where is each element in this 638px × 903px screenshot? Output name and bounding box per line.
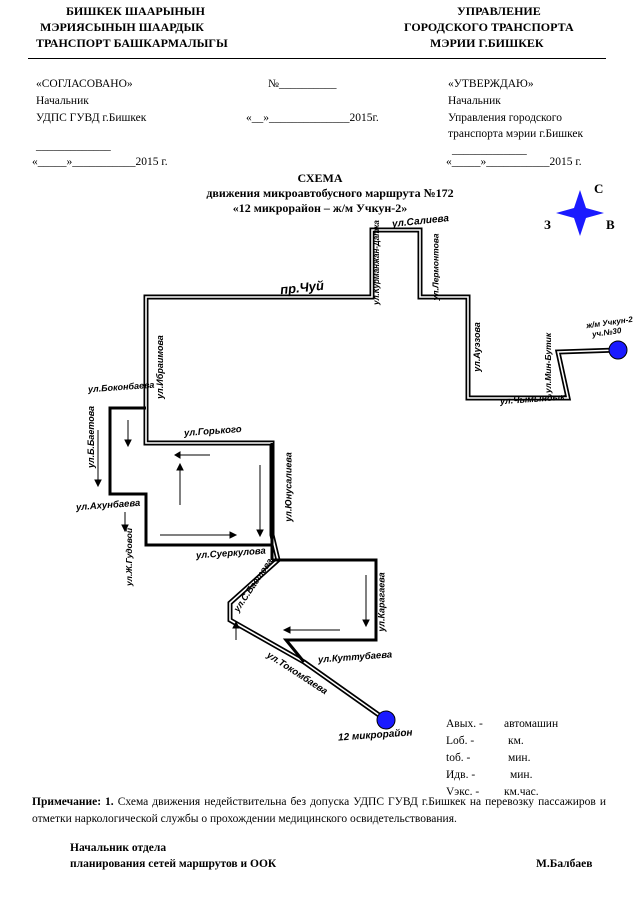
signature-title-2: планирования сетей маршрутов и ООК bbox=[70, 858, 277, 870]
approve-right-3: Управления городского bbox=[448, 112, 562, 124]
street-ibraimov: ул.Ибраимова bbox=[154, 335, 165, 399]
header-right-2: ГОРОДСКОГО ТРАНСПОРТА bbox=[404, 20, 574, 34]
street-yunusaliev: ул.Юнусалиева bbox=[283, 452, 294, 522]
approve-right-2: Начальник bbox=[448, 95, 501, 107]
approve-right-6: «_____»___________2015 г. bbox=[446, 156, 582, 168]
route-path-outer bbox=[143, 227, 619, 723]
approve-right-4: транспорта мэрии г.Бишкек bbox=[448, 128, 584, 140]
legend-row: Lоб. -км. bbox=[446, 735, 524, 747]
approve-left-4: _____________ bbox=[36, 140, 111, 152]
approve-left-2: Начальник bbox=[36, 95, 89, 107]
route-loop-west bbox=[108, 406, 272, 547]
compass-west-label: З bbox=[544, 217, 551, 232]
street-mailibash: ул.Мин-Бутик bbox=[543, 332, 554, 394]
note-label: Примечание: 1. bbox=[32, 796, 114, 808]
note-text: Схема движения недействительна без допус… bbox=[32, 796, 606, 825]
scheme-title: СХЕМА bbox=[297, 171, 343, 185]
scheme-route-number: движения микроавтобусного маршрута №172 bbox=[206, 186, 454, 200]
header-left-2: МЭРИЯСЫНЫН ШААРДЫК bbox=[40, 20, 204, 34]
approve-right-5: _____________ bbox=[452, 144, 527, 156]
compass-star bbox=[556, 190, 604, 236]
terminal-uchkun-icon bbox=[608, 340, 628, 360]
street-baetov: ул.Б.Баетова bbox=[86, 405, 97, 469]
street-karagaeva: ул.Карагаева bbox=[376, 572, 387, 632]
street-zhgudovoi: ул.Ж.Гудовой bbox=[124, 527, 135, 587]
legend-row: Vэкс. -км.час. bbox=[446, 786, 539, 798]
header-right-3: МЭРИИ Г.БИШКЕК bbox=[430, 36, 544, 50]
document-number: №__________ bbox=[268, 78, 337, 90]
header-right-1: УПРАВЛЕНИЕ bbox=[457, 4, 541, 18]
route-loop-east bbox=[270, 443, 378, 663]
legend-row: tоб. -мин. bbox=[446, 752, 531, 764]
signature-name: М.Балбаев bbox=[536, 858, 593, 870]
legend-row: Идв. -мин. bbox=[446, 769, 533, 781]
approve-left-3: УДПС ГУВД г.Бишкек bbox=[36, 112, 147, 124]
header-divider bbox=[28, 58, 606, 59]
compass-east-label: В bbox=[606, 217, 615, 232]
legend: Авых. -автомашин Lоб. -км. tоб. -мин. Ид… bbox=[446, 716, 558, 801]
street-lermontov: ул.Лермонтова bbox=[430, 233, 441, 301]
street-auezov: ул.Ауэзова bbox=[471, 322, 482, 372]
legend-row: Авых. -автомашин bbox=[446, 718, 559, 730]
header-left-3: ТРАНСПОРТ БАШКАРМАЛЫГЫ bbox=[36, 36, 228, 50]
route-path-inner bbox=[145, 229, 619, 721]
street-kurmanjan: ул.Курманжан-Датка bbox=[371, 220, 381, 305]
header-left-1: БИШКЕК ШААРЫНЫН bbox=[66, 4, 205, 18]
approve-left-1: «СОГЛАСОВАНО» bbox=[36, 78, 133, 90]
scheme-route-name: «12 микрорайон – ж/м Учкун-2» bbox=[232, 201, 408, 215]
note-block: Примечание: 1. Схема движения недействит… bbox=[32, 794, 606, 828]
approve-right-1: «УТВЕРЖДАЮ» bbox=[448, 78, 534, 90]
signature-title-1: Начальник отдела bbox=[70, 842, 167, 854]
terminal-12-mkr-icon bbox=[376, 710, 396, 730]
document-date: «__»______________2015г. bbox=[246, 112, 379, 124]
approve-left-5: «_____»___________2015 г. bbox=[32, 156, 168, 168]
compass-north-label: С bbox=[594, 181, 604, 196]
compass-icon bbox=[556, 190, 604, 236]
